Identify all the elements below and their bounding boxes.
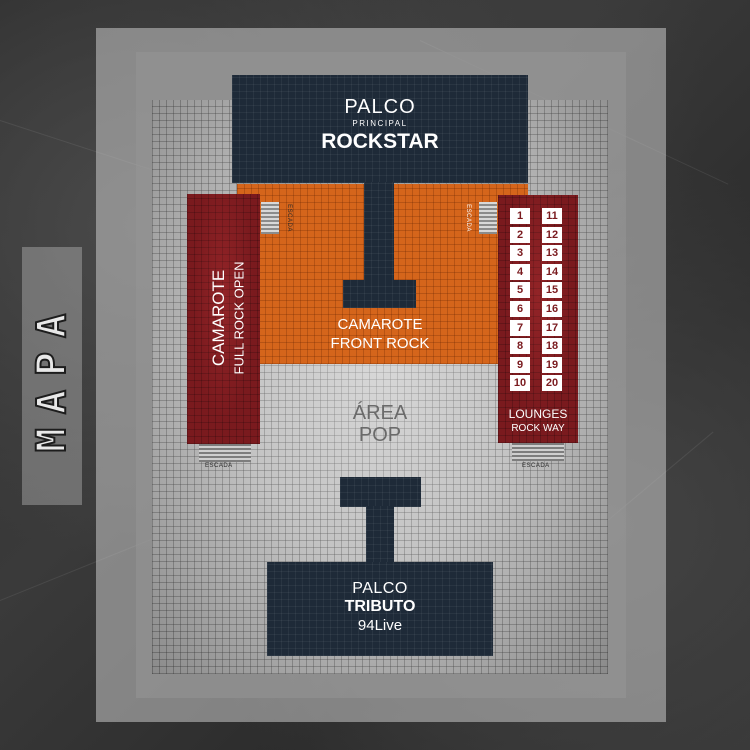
main-stage-runway (364, 182, 394, 282)
lounge-box-5[interactable]: 5 (510, 282, 530, 299)
side-label-tab (22, 247, 82, 505)
main-stage-platform (343, 280, 416, 308)
stage-tribute-brand: 94Live (357, 617, 403, 634)
lounge-box-18[interactable]: 18 (542, 338, 562, 355)
lounge-box-8[interactable]: 8 (510, 338, 530, 355)
lounge-box-13[interactable]: 13 (542, 245, 562, 262)
lounge-box-2[interactable]: 2 (510, 226, 530, 243)
stair-bottom-right-label: ESCADA (522, 463, 550, 469)
lounge-box-4[interactable]: 4 (510, 263, 530, 280)
palco-principal-stage[interactable] (232, 75, 528, 183)
lounge-box-10[interactable]: 10 (510, 375, 530, 392)
stage-tribute-title: PALCO (352, 580, 408, 597)
side-label: MAPA (28, 299, 76, 453)
lounge-box-9[interactable]: 9 (510, 356, 530, 373)
lounge-box-15[interactable]: 15 (542, 282, 562, 299)
stage-main-name: ROCKSTAR (321, 130, 439, 153)
palco-tributo-stage[interactable] (267, 562, 493, 656)
stair-bottom-left-label: ESCADA (205, 463, 233, 469)
stage-main-title: PALCO (344, 96, 416, 118)
lounge-box-7[interactable]: 7 (510, 319, 530, 336)
lounge-box-6[interactable]: 6 (510, 301, 530, 317)
lounge-box-20[interactable]: 20 (542, 375, 562, 392)
front-rock-subtitle: FRONT ROCK (330, 335, 430, 352)
lounges-title: LOUNGES (508, 407, 568, 421)
front-rock-title: CAMAROTE (337, 316, 423, 333)
stage-tribute-name: TRIBUTO (344, 598, 416, 615)
lounge-box-3[interactable]: 3 (510, 245, 530, 262)
area-pop-title: ÁREA (352, 402, 408, 424)
stair-bottom-left (199, 444, 251, 462)
camarote-full-title: CAMAROTE (209, 269, 228, 367)
stair-top-right-label: ESCADA (465, 204, 471, 232)
stair-top-left (261, 202, 279, 234)
lounge-box-16[interactable]: 16 (542, 301, 562, 317)
tribute-stage-runway (366, 506, 394, 566)
camarote-full-subtitle: FULL ROCK OPEN (231, 261, 247, 375)
camarote-full-rock-open[interactable] (187, 194, 260, 444)
stage-main-subtitle: PRINCIPAL (352, 119, 408, 128)
tribute-stage-platform (340, 477, 421, 507)
lounges-subtitle: ROCK WAY (511, 423, 565, 434)
lounge-box-1[interactable]: 1 (510, 208, 530, 224)
lounge-box-19[interactable]: 19 (542, 356, 562, 373)
lounge-box-17[interactable]: 17 (542, 319, 562, 336)
stair-top-right (479, 202, 497, 234)
lounge-box-12[interactable]: 12 (542, 226, 562, 243)
stair-bottom-right (512, 443, 564, 461)
lounge-box-14[interactable]: 14 (542, 263, 562, 280)
area-pop-subtitle: POP (358, 424, 402, 446)
lounge-box-11[interactable]: 11 (542, 208, 562, 224)
stair-top-left-label: ESCADA (286, 204, 292, 232)
